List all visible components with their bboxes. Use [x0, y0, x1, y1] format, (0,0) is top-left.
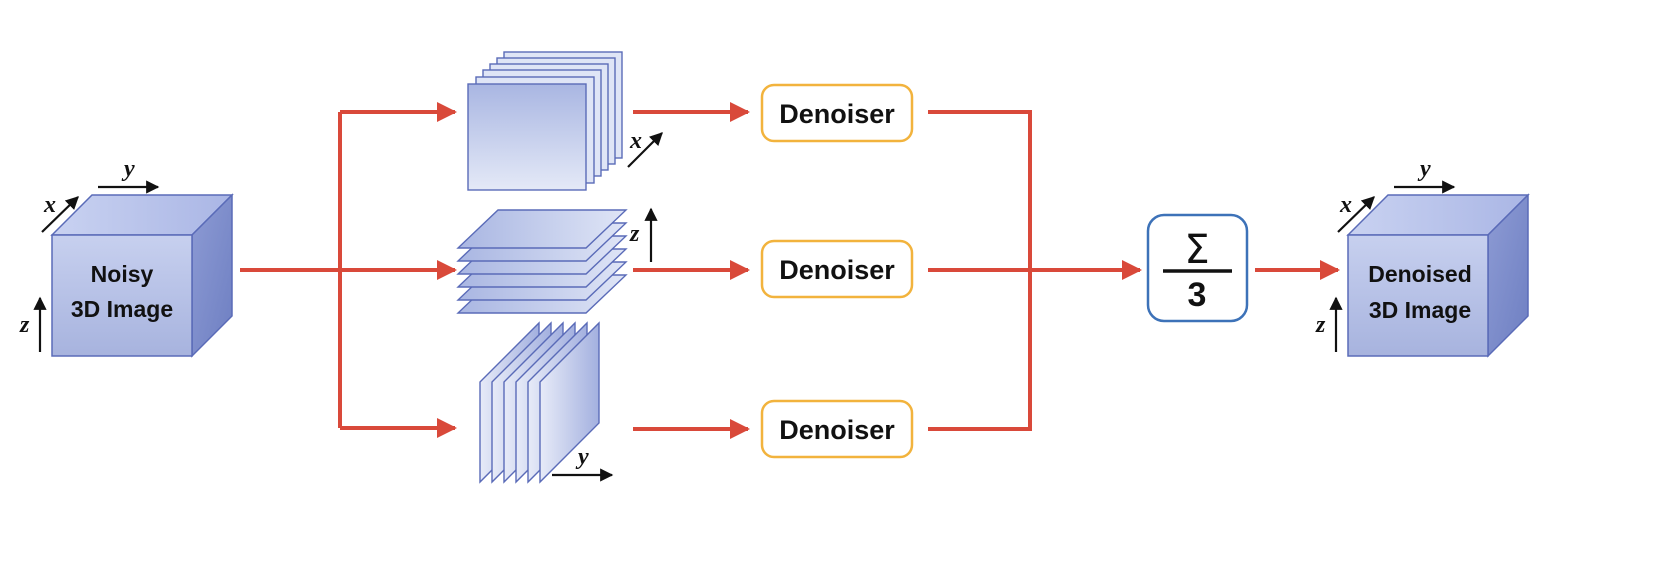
denoiser-box-2: Denoiser — [760, 239, 914, 299]
output-cube: Denoised 3D Image — [1346, 193, 1530, 358]
input-cube-front-face — [51, 234, 193, 357]
output-cube-label-line2: 3D Image — [1369, 297, 1471, 323]
average-box-frame — [1146, 213, 1249, 323]
merge-line-top — [928, 110, 1032, 270]
sagittal-slice-stack — [479, 321, 600, 484]
sagittal-slice — [539, 321, 600, 484]
coronal-slice-stack — [467, 51, 623, 191]
coronal-x-axis-arrow — [627, 132, 663, 168]
denoiser-box-2-frame — [760, 239, 914, 299]
merge-arrows — [928, 110, 1340, 431]
output-cube-label-line1: Denoised — [1368, 261, 1472, 287]
average-box: Σ 3 — [1146, 213, 1249, 323]
divisor-number: 3 — [1188, 276, 1207, 314]
sum-symbol: Σ — [1184, 227, 1209, 273]
output-x-axis-label: x — [1339, 192, 1352, 218]
denoiser-box-1: Denoiser — [760, 83, 914, 143]
output-z-axis-label: z — [1315, 312, 1326, 338]
merge-line-bottom — [928, 270, 1032, 431]
input-x-axis-arrow — [41, 196, 79, 233]
sagittal-y-axis: y — [552, 444, 614, 482]
stack-to-denoiser-arrows — [633, 102, 750, 439]
denoiser-box-1-frame — [760, 83, 914, 143]
denoiser-box-3-label: Denoiser — [779, 415, 895, 445]
axial-z-axis: z — [629, 207, 658, 262]
axial-slice — [456, 209, 628, 249]
coronal-x-axis-label: x — [629, 128, 642, 154]
denoiser-box-1-label: Denoiser — [779, 99, 895, 129]
input-cube: Noisy 3D Image — [50, 193, 234, 358]
split-arrows — [240, 102, 457, 438]
input-x-axis-label: x — [43, 192, 56, 218]
output-y-axis-label: y — [1417, 156, 1431, 182]
input-y-axis-label: y — [121, 156, 135, 182]
input-cube-label-line1: Noisy — [91, 261, 154, 287]
sagittal-y-axis-label: y — [575, 444, 589, 470]
coronal-slice — [467, 83, 587, 191]
input-cube-axes: y x z — [19, 156, 160, 352]
input-z-axis-label: z — [19, 312, 30, 338]
denoiser-box-3: Denoiser — [760, 399, 914, 459]
axial-slice-stack — [456, 209, 628, 314]
denoiser-box-3-frame — [760, 399, 914, 459]
output-x-axis-arrow — [1337, 196, 1375, 233]
input-cube-label-line2: 3D Image — [71, 296, 173, 322]
axial-z-axis-label: z — [629, 221, 640, 247]
denoiser-box-2-label: Denoiser — [779, 255, 895, 285]
coronal-x-axis: x — [627, 128, 663, 168]
output-cube-front-face — [1347, 234, 1489, 357]
output-cube-axes: y x z — [1315, 156, 1456, 352]
